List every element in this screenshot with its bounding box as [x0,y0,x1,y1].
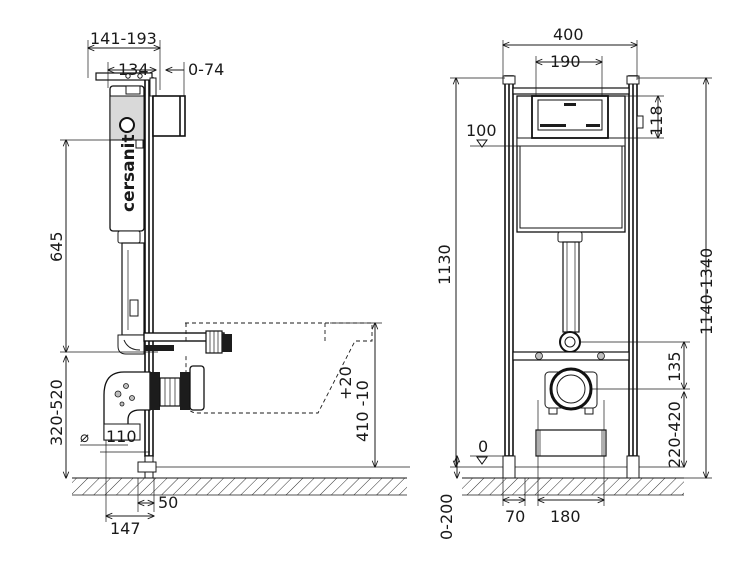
side-drain-elbow [103,371,151,441]
level-0-marker-icon [476,456,488,465]
dim-190: 190 [550,52,581,71]
dim-220-420: 220-420 [665,401,684,468]
dim-147: 147 [110,519,141,538]
level-100-marker-icon [476,139,488,148]
dim-320-520: 320-520 [47,379,66,446]
dim-0-200: 0-200 [437,494,456,541]
dim-100: 100 [466,121,497,140]
side-floor-hatch [72,478,407,495]
dim-135: 135 [665,351,684,382]
dim-110: 110 [106,427,137,446]
dim-180: 180 [550,507,581,526]
front-floor-hatch [462,478,684,495]
dim-400: 400 [553,25,584,44]
front-flush-pipe [562,241,580,333]
dim-118: 118 [647,105,666,136]
side-view: cersanit [47,29,410,538]
dim-plus-20: +20 [336,366,355,400]
cersanit-logo-text: cersanit [119,134,139,212]
dim-1130: 1130 [435,244,454,285]
dim-410-minus-10: 410 -10 [353,380,372,442]
dim-50: 50 [158,493,178,512]
side-flush-valve-icon [119,117,135,133]
dim-0-74: 0-74 [188,60,224,79]
dim-645: 645 [47,231,66,262]
dim-70: 70 [505,507,525,526]
dim-1140-1340: 1140-1340 [697,248,716,335]
dim-0: 0 [478,437,488,456]
dim-134: 134 [118,60,149,79]
side-flush-pipe [121,242,145,336]
front-view: 400 190 118 100 1130 0 1140-1340 135 [435,25,716,540]
dim-141-193: 141-193 [90,29,157,48]
front-mounting-plate [512,351,630,361]
diameter-symbol-icon: ⌀ [80,428,89,446]
